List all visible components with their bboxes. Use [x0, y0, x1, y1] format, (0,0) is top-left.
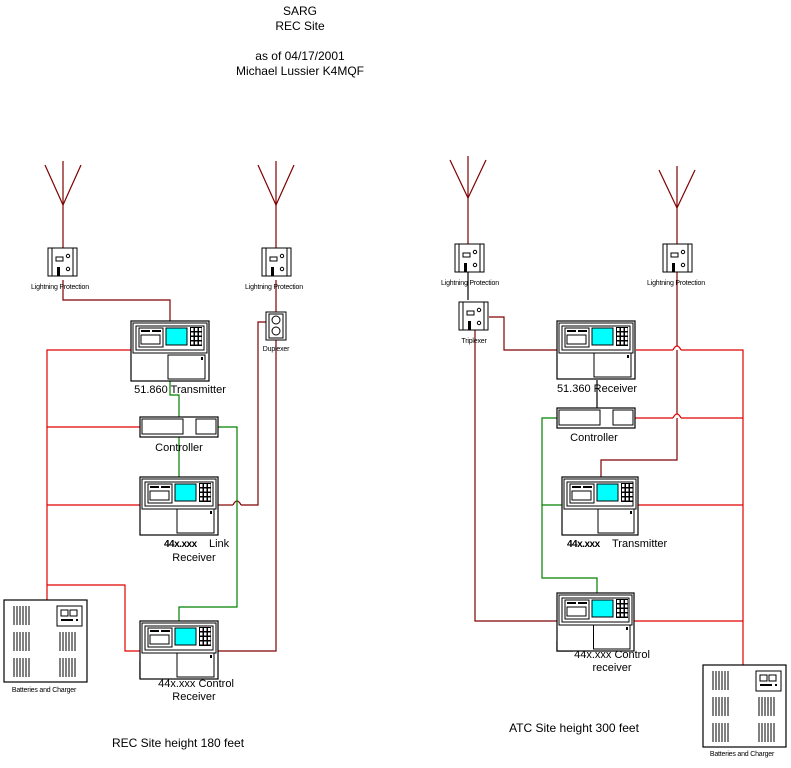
rec-lightning-left-label: Lightning Protection — [31, 284, 89, 291]
rec-rf-left-antenna-to-transmitter — [62, 280, 171, 321]
atc-control-receiver-label-2: receiver — [592, 662, 631, 674]
atc-rf-right-antenna-to-transmitter — [600, 272, 678, 477]
rec-power-control-receiver — [47, 584, 140, 652]
atc-antenna-right — [658, 166, 696, 244]
rec-duplexer-label: Duplexer — [263, 346, 290, 353]
title-author: Michael Lussier K4MQF — [235, 64, 365, 78]
atc-controller — [556, 407, 636, 429]
atc-batteries-charger — [702, 664, 787, 748]
rec-control-receiver-label-2: Receiver — [172, 691, 216, 703]
rec-controller — [139, 416, 219, 438]
rec-power-bus — [46, 349, 131, 600]
rec-control-receiver-label: 44x.xxx Control — [158, 678, 234, 690]
atc-power-bus — [681, 349, 744, 665]
atc-rf-triplexer-to-control-receiver — [474, 330, 557, 622]
rec-antenna-right — [257, 161, 295, 248]
title-org: SARG — [282, 4, 317, 18]
title-date: as of 04/17/2001 — [255, 49, 345, 63]
atc-lightning-protector-right — [662, 243, 693, 273]
atc-hop-receiver — [672, 345, 682, 351]
atc-rf-triplexer-to-receiver — [489, 316, 557, 351]
atc-lightning-left-label: Lightning Protection — [441, 280, 499, 287]
rec-antenna-left — [44, 161, 82, 248]
atc-site-caption: ATC Site height 300 feet — [509, 721, 640, 735]
rec-link-receiver-freq: 44x.xxx — [164, 539, 198, 550]
atc-receiver-label: 51.360 Receiver — [557, 383, 637, 395]
atc-receiver — [556, 320, 636, 380]
rec-controller-label: Controller — [155, 442, 203, 454]
rec-lightning-protector-left — [47, 247, 78, 277]
diagram-title-block: SARG REC Site as of 04/17/2001 Michael L… — [200, 4, 400, 79]
atc-batteries-label: Batteries and Charger — [710, 751, 775, 758]
title-site: REC Site — [275, 19, 325, 33]
rec-control-receiver — [139, 620, 219, 680]
atc-lightning-right-label: Lightning Protection — [647, 280, 705, 287]
rec-batteries-charger — [3, 599, 88, 683]
rec-lightning-right-label: Lightning Protection — [245, 284, 303, 291]
atc-transmitter-freq: 44x.xxx — [567, 539, 601, 550]
rec-ctl-transmitter-to-controller — [169, 381, 180, 418]
atc-control-receiver — [556, 592, 635, 652]
rec-link-receiver — [139, 476, 219, 536]
atc-transmitter — [561, 476, 639, 536]
rec-ctl-controller-to-control-receiver — [178, 426, 238, 621]
atc-antenna-left — [449, 156, 487, 244]
atc-triplexer — [458, 301, 489, 331]
rec-rf-duplexer-to-link-receiver — [241, 321, 266, 506]
rec-lightning-protector-right — [261, 247, 292, 277]
rec-duplexer — [265, 311, 287, 341]
atc-triplexer-label: Triplexer — [461, 338, 487, 345]
atc-lightning-protector-left — [454, 243, 485, 273]
atc-transmitter-label: Transmitter — [612, 538, 668, 550]
atc-hop-controller — [672, 413, 682, 419]
atc-ctl-controller-to-control-receiver — [541, 417, 598, 593]
rec-site-caption: REC Site height 180 feet — [112, 736, 245, 750]
devices — [3, 156, 787, 748]
atc-control-receiver-label: 44x.xxx Control — [574, 649, 650, 661]
rec-transmitter — [130, 320, 210, 382]
wires — [46, 272, 744, 679]
rec-link-receiver-label-2: Receiver — [172, 552, 216, 564]
atc-controller-label: Controller — [570, 432, 618, 444]
rec-rf-duplexer-to-control-receiver — [218, 340, 277, 652]
rec-batteries-label: Batteries and Charger — [12, 687, 77, 694]
rec-link-receiver-label: Link — [209, 538, 230, 550]
rec-transmitter-label: 51.860 Transmitter — [134, 384, 226, 396]
